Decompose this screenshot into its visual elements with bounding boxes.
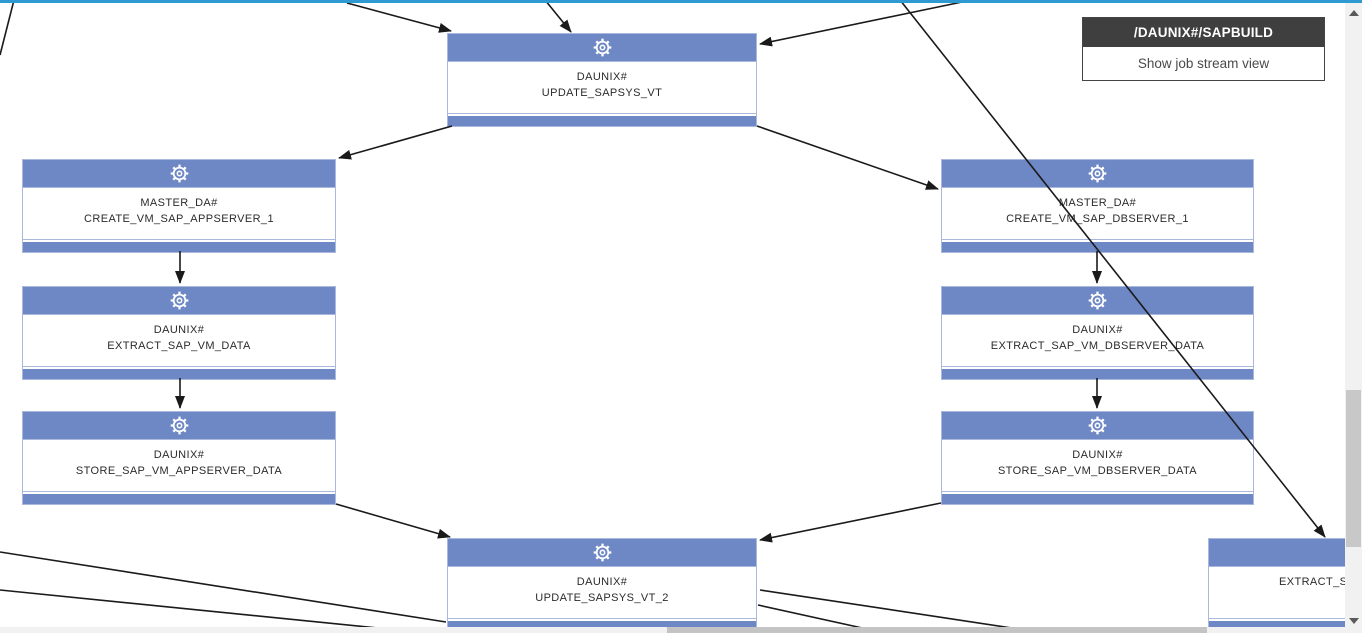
job-node-header (448, 539, 756, 566)
job-node-label: DAUNIX# EXTRACT_SAP_VM_DATA (23, 314, 335, 367)
job-node-update_sapsys_vt_2[interactable]: DAUNIX# UPDATE_SAPSYS_VT_2 (447, 538, 757, 632)
job-node-name: EXTRACT_SAP_VM_DBSERVER_DATA (990, 340, 1205, 352)
job-node-footer (448, 621, 756, 631)
jobstream-popup-title: /DAUNIX#/SAPBUILD (1083, 18, 1324, 47)
job-node-name: STORE_SAP_VM_APPSERVER_DATA (75, 465, 283, 477)
gear-icon (170, 164, 188, 183)
dependency-edge (335, 503, 451, 539)
job-node-workstation: MASTER_DA# (1058, 197, 1137, 209)
scroll-down-button[interactable] (1345, 612, 1362, 629)
job-node-label: MASTER_DA# CREATE_VM_SAP_DBSERVER_1 (942, 187, 1253, 240)
dependency-edge (0, 551, 447, 623)
gear-icon (1088, 164, 1107, 183)
job-node-name: EXTRACT_SAP_VM_DATA (107, 340, 251, 352)
job-node-header (448, 34, 756, 61)
job-node-name: UPDATE_SAPSYS_VT_2 (535, 592, 669, 604)
horizontal-scrollbar-thumb[interactable] (667, 627, 1207, 633)
jobstream-popup: /DAUNIX#/SAPBUILD Show job stream view (1082, 17, 1325, 81)
job-node-footer (448, 116, 756, 126)
job-node-header (23, 412, 335, 439)
job-node-extract_sap_vm_data[interactable]: DAUNIX# EXTRACT_SAP_VM_DATA (22, 286, 336, 380)
job-node-store_sap_vm_dbserver_data[interactable]: DAUNIX# STORE_SAP_VM_DBSERVER_DATA (941, 411, 1254, 505)
dependency-edge (756, 125, 939, 190)
job-node-label: DAUNIX# UPDATE_SAPSYS_VT (448, 61, 756, 114)
horizontal-scrollbar[interactable] (0, 627, 1345, 633)
job-node-create_vm_sap_appserver_1[interactable]: MASTER_DA# CREATE_VM_SAP_APPSERVER_1 (22, 159, 336, 253)
job-node-workstation: DAUNIX# (1072, 449, 1123, 461)
scroll-up-button[interactable] (1345, 4, 1362, 21)
job-node-workstation: DAUNIX# (576, 576, 628, 588)
dependency-edge (0, 0, 15, 56)
job-node-footer (942, 369, 1253, 379)
job-node-store_sap_vm_appserver_data[interactable]: DAUNIX# STORE_SAP_VM_APPSERVER_DATA (22, 411, 336, 505)
job-node-label: DAUNIX# UPDATE_SAPSYS_VT_2 (448, 566, 756, 619)
show-job-stream-view-button[interactable]: Show job stream view (1083, 47, 1324, 80)
job-node-name: UPDATE_SAPSYS_VT (541, 87, 663, 99)
job-node-name: EXTRACT_S (1279, 576, 1348, 588)
gear-icon (170, 291, 188, 310)
dependency-edge (544, 0, 572, 33)
dependency-edge (759, 502, 942, 543)
job-node-workstation: MASTER_DA# (140, 197, 218, 209)
vertical-scrollbar[interactable] (1345, 0, 1362, 633)
dependency-edge (338, 125, 453, 160)
job-node-workstation: DAUNIX# (153, 449, 205, 461)
gear-icon (593, 543, 611, 562)
dependency-edge (759, 1, 963, 47)
job-node-name: CREATE_VM_SAP_DBSERVER_1 (1006, 213, 1189, 225)
job-node-header (1209, 539, 1362, 566)
job-node-workstation: DAUNIX# (1072, 324, 1123, 336)
vertical-scrollbar-thumb[interactable] (1346, 390, 1361, 547)
job-node-label: DAUNIX# STORE_SAP_VM_DBSERVER_DATA (942, 439, 1253, 492)
job-node-label: MASTER_DA# CREATE_VM_SAP_APPSERVER_1 (23, 187, 335, 240)
job-node-workstation: DAUNIX# (576, 71, 628, 83)
job-node-extract_sap_vm_dbserver_data[interactable]: DAUNIX# EXTRACT_SAP_VM_DBSERVER_DATA (941, 286, 1254, 380)
canvas-top-border (0, 0, 1362, 3)
gear-icon (593, 38, 611, 57)
job-node-workstation: DAUNIX# (153, 324, 205, 336)
job-node-footer (942, 494, 1253, 504)
job-node-footer (23, 494, 335, 504)
job-node-footer (23, 369, 335, 379)
gear-icon (1088, 416, 1107, 435)
chevron-down-icon (1348, 617, 1359, 624)
job-node-name: CREATE_VM_SAP_APPSERVER_1 (84, 213, 274, 225)
job-node-label: EXTRACT_S (1209, 566, 1362, 619)
chevron-up-icon (1348, 9, 1359, 16)
job-node-update_sapsys_vt[interactable]: DAUNIX# UPDATE_SAPSYS_VT (447, 33, 757, 127)
job-node-label: DAUNIX# STORE_SAP_VM_APPSERVER_DATA (23, 439, 335, 492)
job-node-extract_s_partial[interactable]: EXTRACT_S (1208, 538, 1362, 632)
job-node-header (942, 412, 1253, 439)
job-node-footer (23, 242, 335, 252)
job-node-label: DAUNIX# EXTRACT_SAP_VM_DBSERVER_DATA (942, 314, 1253, 367)
gear-icon (170, 416, 188, 435)
dependency-edge (346, 2, 452, 33)
job-node-footer (1209, 621, 1362, 631)
job-node-header (942, 160, 1253, 187)
job-node-name: STORE_SAP_VM_DBSERVER_DATA (997, 465, 1198, 477)
gear-icon (1088, 291, 1107, 310)
job-node-header (942, 287, 1253, 314)
job-node-create_vm_sap_dbserver_1[interactable]: MASTER_DA# CREATE_VM_SAP_DBSERVER_1 (941, 159, 1254, 253)
job-node-header (23, 287, 335, 314)
job-node-header (23, 160, 335, 187)
job-node-footer (942, 242, 1253, 252)
